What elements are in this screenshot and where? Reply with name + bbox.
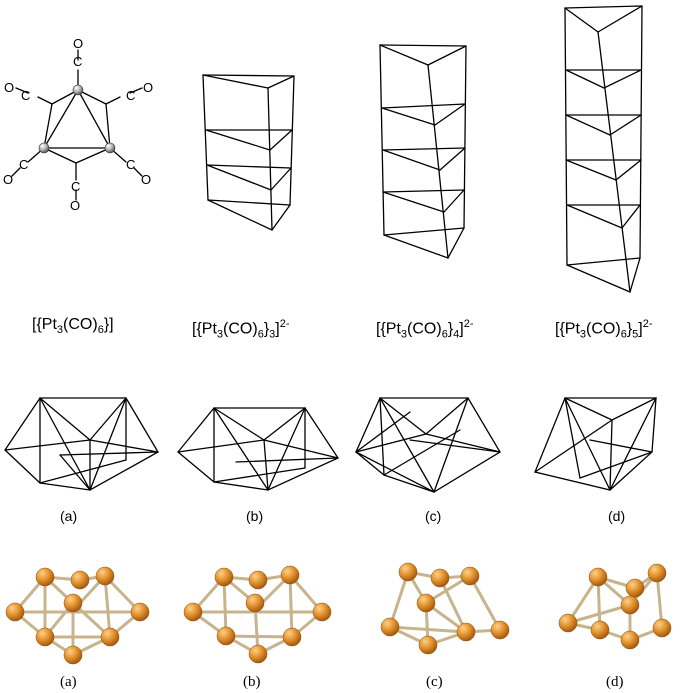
- pt-ball: [620, 630, 640, 650]
- pt-ball: [430, 568, 450, 588]
- atom-o: O: [70, 198, 81, 213]
- pt-ball: [456, 622, 476, 642]
- pt-ball: [280, 565, 300, 585]
- ball-label-a: (a): [60, 674, 77, 690]
- pt-ball: [282, 627, 302, 647]
- pt-ball: [416, 593, 436, 613]
- wire-label-b: (b): [246, 508, 264, 524]
- pt-ball: [620, 595, 640, 615]
- pt-ball: [590, 620, 610, 640]
- pt-ball: [5, 602, 25, 622]
- pt3co6-molecule: [11, 49, 143, 201]
- ball-label-c: (c): [426, 674, 443, 690]
- stack-3-prisms: [202, 74, 295, 231]
- pt-ball: [100, 627, 120, 647]
- atom-c: C: [19, 157, 29, 172]
- wireframe-d: [534, 397, 657, 491]
- pt-ball: [418, 635, 438, 655]
- pt-ball: [216, 626, 236, 646]
- pt-ball: [558, 613, 578, 633]
- pt-ball: [398, 562, 418, 582]
- wireframe-c: [355, 397, 501, 493]
- pt-ball: [245, 593, 265, 613]
- ballstick-d: [558, 563, 672, 650]
- formula-a: [{Pt3(CO)6}]: [32, 316, 114, 337]
- pt-ball: [460, 566, 480, 586]
- wireframe-a: [4, 397, 159, 491]
- atom-o: O: [141, 172, 152, 187]
- pt-ball: [248, 570, 268, 590]
- pt-ball: [214, 567, 234, 587]
- atom-o: O: [4, 80, 15, 95]
- formula-b: [{Pt3(CO)6}3]2-: [192, 318, 290, 341]
- pt-ball: [380, 617, 400, 637]
- ballstick-a: [5, 566, 150, 665]
- wireframe-b: [177, 407, 339, 491]
- pt-ball: [35, 627, 55, 647]
- atom-o: O: [73, 36, 84, 51]
- pt-ball: [652, 618, 672, 638]
- formula-c: [{Pt3(CO)6}4]2-: [376, 318, 474, 341]
- pt-ball: [63, 593, 83, 613]
- wire-label-d: (d): [608, 508, 626, 524]
- atom-o: O: [3, 172, 14, 187]
- ball-label-d: (d): [606, 674, 624, 690]
- ballstick-b: [183, 565, 332, 664]
- pt-ball: [35, 567, 55, 587]
- stack-4-prisms: [379, 44, 467, 259]
- pt-ball: [647, 563, 667, 583]
- pt-atom: [38, 142, 50, 154]
- pt-ball: [248, 644, 268, 664]
- atom-o: O: [143, 80, 154, 95]
- pt-ball: [70, 570, 90, 590]
- ballstick-c: [380, 562, 510, 655]
- pt-ball: [63, 645, 83, 665]
- pt-ball: [625, 578, 645, 598]
- pt-ball: [588, 567, 608, 587]
- pt-ball: [130, 602, 150, 622]
- wire-label-c: (c): [425, 508, 442, 524]
- atom-c: C: [126, 88, 136, 103]
- pt-ball: [95, 566, 115, 586]
- pt-ball: [490, 620, 510, 640]
- atom-c: C: [73, 54, 83, 69]
- ball-label-b: (b): [243, 674, 261, 690]
- wire-label-a: (a): [60, 508, 78, 524]
- formula-d: [{Pt3(CO)6}5]2-: [555, 318, 653, 341]
- pt-ball: [183, 602, 203, 622]
- pt-ball: [312, 602, 332, 622]
- pt-atom: [72, 84, 84, 96]
- atom-c: C: [21, 88, 31, 103]
- atom-c: C: [126, 157, 136, 172]
- atom-c: C: [71, 179, 81, 194]
- pt-atom: [104, 142, 116, 154]
- stack-5-prisms: [564, 5, 643, 293]
